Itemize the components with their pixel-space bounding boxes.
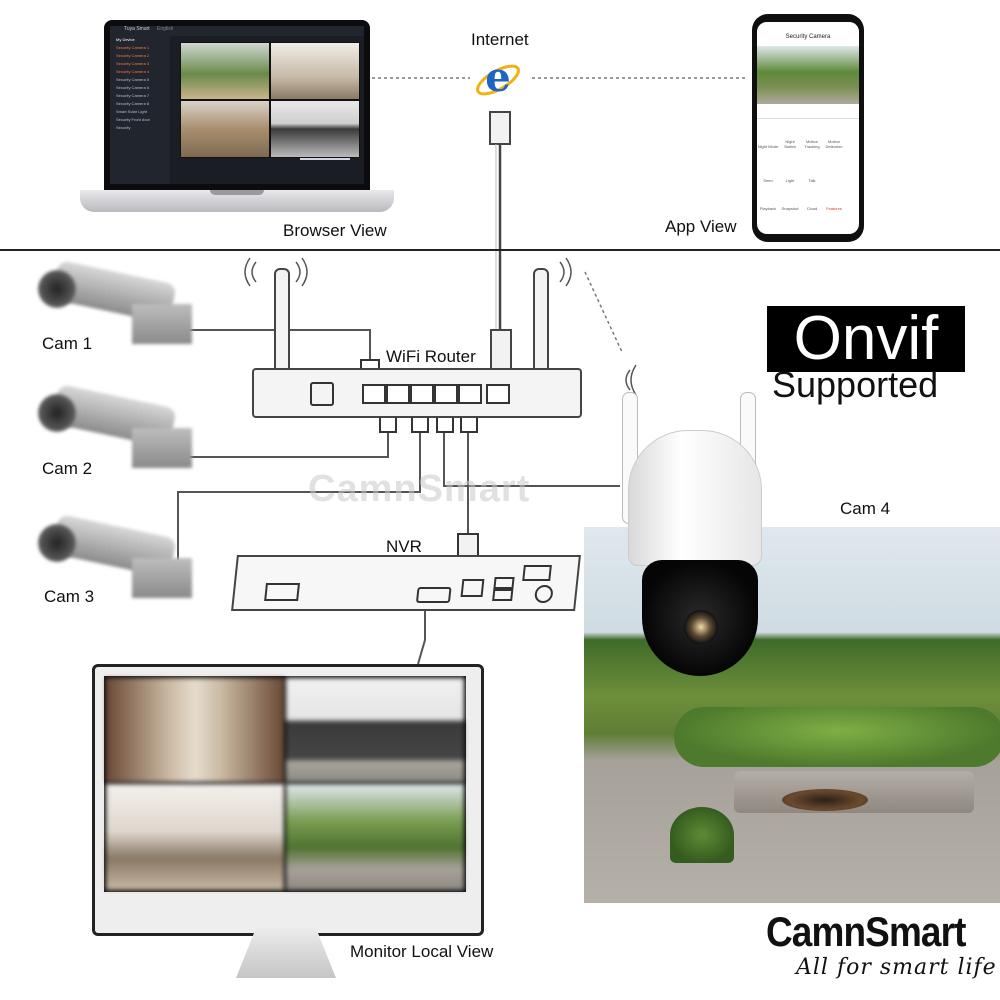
web-device-sidebar: My Device Security Camera 1 Security Cam… [110,36,170,184]
wifi-router [252,368,582,418]
web-live-tile[interactable] [270,100,360,158]
phone-app-bar: Security Camera [757,22,859,46]
monitor-local-view-label: Monitor Local View [350,942,493,962]
nvr-label: NVR [386,537,422,557]
onvif-badge: Onvif [767,306,965,372]
nvr-to-monitor-cable [418,605,425,664]
brand-tagline: All for smart life [796,955,997,980]
garden-fire-pit [782,789,868,811]
nvr-usb-port [493,577,514,589]
device-item[interactable]: Smart Solar Light [110,108,170,116]
cam2-cable [185,418,388,457]
web-live-tile[interactable] [180,100,270,158]
cam4-dome-top [628,430,762,566]
camera-lens [38,270,76,308]
phone-live-view[interactable] [757,46,859,104]
monitor-quad-garden [286,784,464,890]
phone-control[interactable]: Cloud [801,206,823,211]
device-item[interactable]: Security Camera 2 [110,52,170,60]
phone-toolbar [757,104,859,119]
phone-control[interactable]: Motion Tracking [801,139,823,149]
section-divider [0,249,1000,251]
cam4-ptz-camera [614,392,774,692]
router-lan-port [410,384,434,404]
phone-screen: Security Camera Night ModeNight SwitchMo… [757,22,859,234]
monitor-quad-hallway [106,678,284,782]
device-item[interactable]: Security Camera 4 [110,68,170,76]
device-item[interactable]: Security [110,124,170,132]
web-playback-bar[interactable] [300,158,350,160]
device-item[interactable]: Security Camera 1 [110,44,170,52]
laptop-notch [210,190,264,195]
internet-explorer-icon: e [474,56,522,104]
wifi-router-label: WiFi Router [386,347,476,367]
monitor-screen [104,676,466,892]
cam4-lens [684,610,718,644]
nvr-recorder [231,555,581,611]
onvif-supported-text: Supported [772,364,938,406]
brand-watermark: CamnSmart [308,468,530,511]
web-live-tile[interactable] [270,42,360,100]
device-item[interactable]: Security Camera 3 [110,60,170,68]
device-item[interactable]: Security Camera 6 [110,84,170,92]
nvr-lan-port [461,579,485,597]
router-lan-port [362,384,386,404]
nvr-terminal-block [264,583,300,601]
camera-mount [132,428,192,468]
web-app-name: Tuya Smart [124,26,150,32]
phone-control[interactable]: Night Switch [779,139,801,149]
nvr-power-switch [522,565,552,581]
browser-view-label: Browser View [283,221,387,241]
phone-control[interactable]: Talk [801,178,823,183]
phone-control[interactable]: Motion Detection [823,139,845,149]
nvr-usb-port [492,589,513,601]
brand-logo: CamnSmart [766,908,966,956]
router-wan-port [486,384,510,404]
phone-app-title: Security Camera [786,34,831,40]
web-app-header: Tuya Smart English [110,26,364,36]
router-to-cam4-wifi-line [585,272,622,352]
laptop-screen: Tuya Smart English My Device Security Ca… [104,20,370,190]
camera-mount [132,304,192,344]
svg-text:e: e [485,56,510,101]
device-list-header: My Device [110,36,170,44]
router-lan-port [386,384,410,404]
phone-controls-row: Night ModeNight SwitchMotion TrackingMot… [757,135,859,153]
phone-control[interactable]: Playback [757,206,779,211]
camera-lens [38,524,76,562]
device-item[interactable]: Security Front door [110,116,170,124]
phone-control[interactable]: Light [779,178,801,183]
device-item[interactable]: Security Camera 7 [110,92,170,100]
internet-plug [490,112,510,144]
nvr-vga-port [416,587,452,603]
nvr-power-jack [534,585,554,603]
phone-control[interactable]: Features [823,206,845,211]
internet-label: Internet [471,30,529,50]
phone-control[interactable]: Snapshot [779,206,801,211]
monitor-quad-livingroom [106,784,284,890]
cam4-label: Cam 4 [840,499,890,519]
phone-control[interactable]: Siren [757,178,779,183]
device-item[interactable]: Security Camera 5 [110,76,170,84]
cam3-label: Cam 3 [44,587,94,607]
device-item[interactable]: Security Camera 8 [110,100,170,108]
cam1-label: Cam 1 [42,334,92,354]
camera-lens [38,394,76,432]
router-power-port [310,382,334,406]
app-view-label: App View [665,217,737,237]
cam2-label: Cam 2 [42,459,92,479]
phone-control[interactable]: Night Mode [757,144,779,149]
camera-mount [132,558,192,598]
garden-bonsai [670,807,734,863]
web-language: English [157,26,173,32]
web-live-tile[interactable] [180,42,270,100]
router-lan-port [458,384,482,404]
monitor-quad-garage [286,678,464,782]
router-wan-plug [491,330,511,370]
garden-hedge [674,707,1000,767]
router-lan-port [434,384,458,404]
